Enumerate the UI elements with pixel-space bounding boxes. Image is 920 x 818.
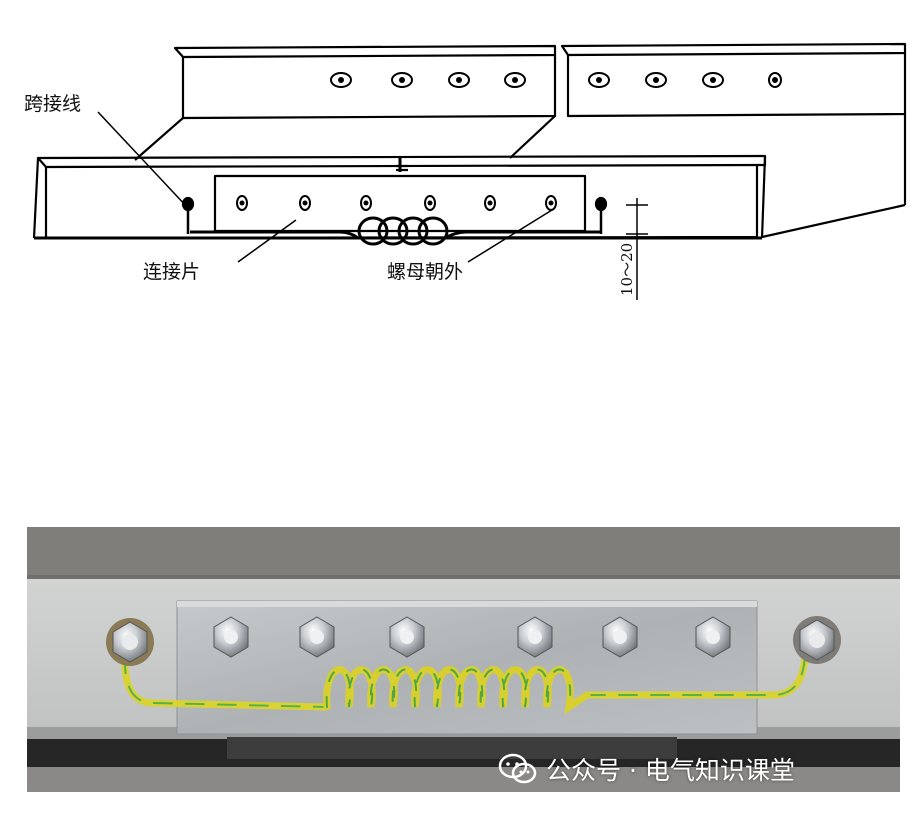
bolt-2 bbox=[299, 616, 335, 658]
end-bolt-right bbox=[594, 196, 608, 234]
dimension-marker bbox=[626, 198, 648, 300]
watermark: 公众号 · 电气知识课堂 bbox=[498, 752, 795, 786]
bonding-jumper-photo bbox=[27, 527, 900, 792]
plate-bolts bbox=[236, 195, 557, 211]
bolt-1 bbox=[213, 616, 249, 658]
bolt-end-left bbox=[106, 618, 154, 666]
bolt-4 bbox=[517, 616, 553, 658]
wechat-icon bbox=[498, 753, 537, 784]
jumper-wire-coil-photo bbox=[323, 666, 591, 715]
cable-tray-bonding-diagram: 跨接线 连接片 螺母朝外 10～20 bbox=[24, 42, 907, 300]
label-connecting-plate: 连接片 bbox=[143, 261, 200, 283]
back-tray-right bbox=[560, 42, 907, 118]
back-tray-holes bbox=[330, 72, 782, 88]
back-tray-left bbox=[173, 44, 557, 120]
bolt-6 bbox=[695, 616, 731, 658]
label-nut-outward: 螺母朝外 bbox=[387, 261, 463, 283]
end-bolt-left bbox=[181, 196, 195, 234]
bolt-end-right bbox=[793, 616, 841, 664]
jumper-wire-drawing bbox=[190, 230, 600, 240]
connecting-plate-drawing bbox=[213, 174, 587, 233]
watermark-text: 公众号 · 电气知识课堂 bbox=[546, 756, 795, 785]
jumper-wire-coil bbox=[357, 216, 449, 246]
label-jumper-wire: 跨接线 bbox=[24, 93, 81, 115]
label-dimension: 10～20 bbox=[618, 243, 636, 296]
bolt-3 bbox=[389, 616, 425, 658]
bolt-5 bbox=[602, 616, 638, 658]
